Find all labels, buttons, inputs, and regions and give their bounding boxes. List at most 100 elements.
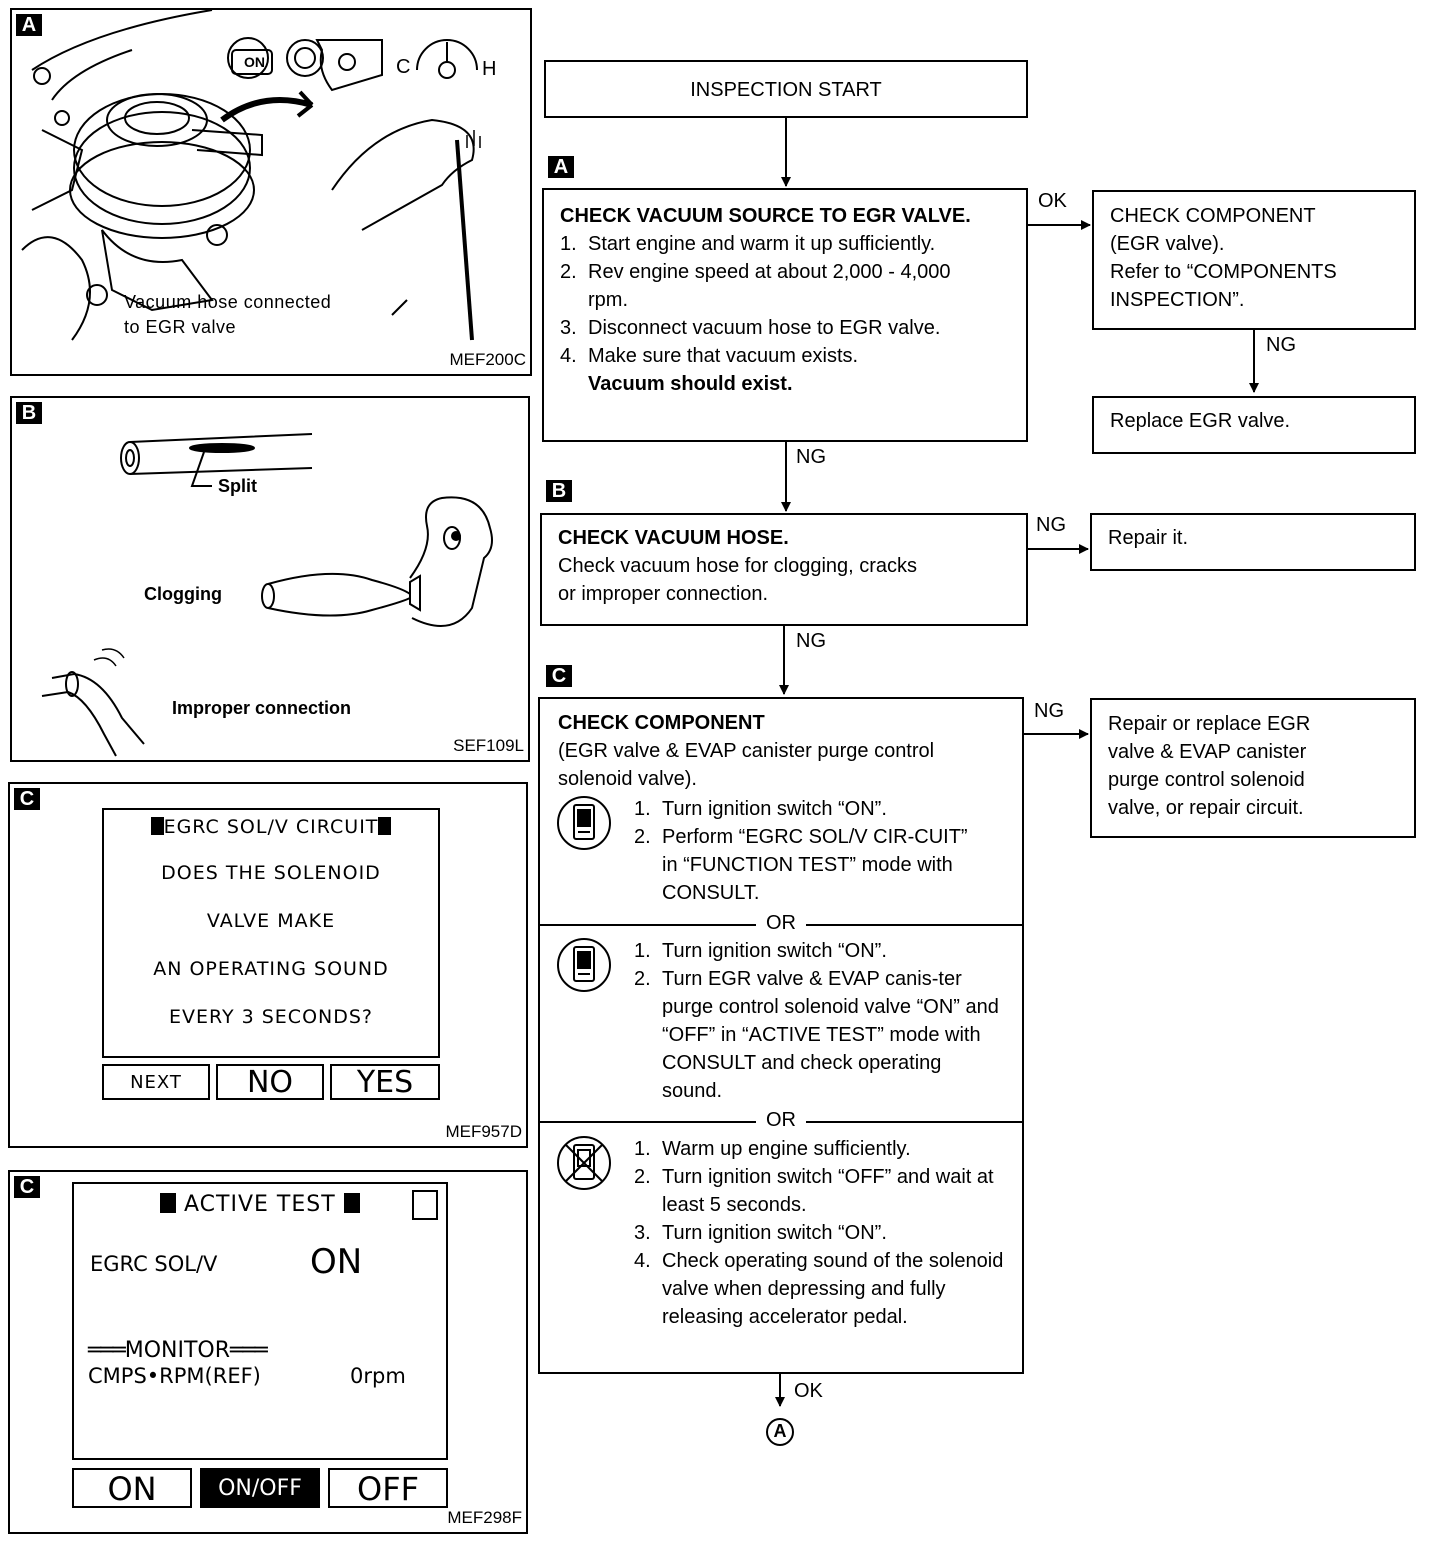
screen-line-4: EVERY 3 SECONDS? (168, 1006, 374, 1028)
monitor-item: CMPS•RPM(REF) (88, 1364, 261, 1388)
or-label-2: OR (756, 1109, 806, 1131)
check-c-title: CHECK COMPONENT (558, 712, 765, 734)
replace-egr-box: Replace EGR valve. (1092, 396, 1416, 454)
check-vacuum-hose-title: CHECK VACUUM HOSE. (558, 527, 789, 549)
panel-c1-tag: C (14, 788, 40, 810)
improper-connection-label: Improper connection (172, 698, 352, 718)
check-vacuum-source-title: CHECK VACUUM SOURCE TO EGR VALVE. (560, 205, 971, 227)
ng-label-3: NG (796, 446, 826, 468)
check-c-steps-3: 1.Warm up engine sufficiently. 2.Turn ig… (634, 1135, 1008, 1331)
check-a-step-1: 1.Start engine and warm it up sufficient… (560, 233, 936, 255)
split-label: Split (218, 476, 257, 496)
inspection-start-box: INSPECTION START (544, 60, 1028, 118)
repair-replace-box: Repair or replace EGR valve & EVAP canis… (1090, 698, 1416, 838)
panel-a-tag: A (16, 14, 42, 36)
active-test-title-text: ACTIVE TEST (184, 1192, 336, 1217)
gauge-c-label: C (396, 56, 411, 78)
check-c-line-2: solenoid valve). (558, 768, 697, 790)
check-c-steps-1: 1.Turn ignition switch “ON”. 2.Perform “… (634, 795, 1004, 907)
check-b-line-2: or improper connection. (558, 583, 769, 605)
next-button[interactable]: NEXT (102, 1064, 210, 1100)
egr-valve-illustration (21, 10, 481, 341)
check-a-step-2: 2.Rev engine speed at about 2,000 - 4,00… (560, 261, 951, 311)
off-button[interactable]: OFF (328, 1468, 448, 1508)
monitor-header: ═══MONITOR═══ (88, 1338, 268, 1363)
comp-line-3: Refer to “COMPONENTS (1110, 261, 1337, 283)
no-button[interactable]: NO (216, 1064, 324, 1100)
ng-label-4: NG (1036, 514, 1066, 536)
consult-screen-function-test: EGRC SOL/V CIRCUIT DOES THE SOLENOID VAL… (102, 808, 440, 1058)
consult-icon-1 (557, 796, 611, 850)
monitor-text: MONITOR (124, 1338, 231, 1363)
ng-label-6: NG (1034, 700, 1064, 722)
check-c-s2-2: 2.Turn EGR valve & EVAP canis-ter purge … (634, 968, 999, 1102)
panel-b-tag: B (16, 402, 42, 424)
monitor-value: 0rpm (350, 1364, 406, 1388)
on-button[interactable]: ON (72, 1468, 192, 1508)
check-vacuum-hose-box: CHECK VACUUM HOSE. Check vacuum hose for… (540, 513, 1028, 626)
check-a-step-3: 3.Disconnect vacuum hose to EGR valve. (560, 317, 941, 339)
repair2-line-1: Repair or replace EGR (1108, 713, 1311, 735)
repair-it-label: Repair it. (1108, 527, 1189, 549)
check-c-header: CHECK COMPONENT (EGR valve & EVAP canist… (558, 709, 934, 793)
panel-c-active-test: C ACTIVE TEST EGRC SOL/V ON ═══MONITOR══… (8, 1170, 528, 1534)
screen-title-text: EGRC SOL/V CIRCUIT (163, 816, 379, 838)
comp-line-1: CHECK COMPONENT (1110, 205, 1316, 227)
ng-label-5: NG (796, 630, 826, 652)
repair2-line-3: purge control solenoid (1108, 769, 1305, 791)
active-test-item: EGRC SOL/V (90, 1252, 218, 1276)
check-c-s3-2: 2.Turn ignition switch “OFF” and wait at… (634, 1166, 994, 1216)
gauge-h-label: H (482, 58, 497, 80)
screen-title: EGRC SOL/V CIRCUIT (104, 816, 438, 838)
step-c-tag: C (546, 665, 572, 687)
comp-line-2: (EGR valve). (1110, 233, 1225, 255)
ok-label-1: OK (1038, 190, 1067, 212)
check-c-s3-4: 4.Check operating sound of the solenoid … (634, 1250, 1004, 1328)
screen-line-3: AN OPERATING SOUND (153, 958, 389, 980)
ng-label-2: NG (1266, 334, 1296, 356)
check-c-s1-2: 2.Perform “EGRC SOL/V CIR-CUIT” in “FUNC… (634, 826, 968, 904)
panel-c-function-test: C EGRC SOL/V CIRCUIT DOES THE SOLENOID V… (8, 782, 528, 1148)
screen-line-2: VALVE MAKE (206, 910, 336, 932)
on-off-button[interactable]: ON/OFF (200, 1468, 320, 1508)
tag-on-key: ON (244, 54, 265, 70)
or-label-1: OR (756, 912, 806, 934)
step-b-tag: B (546, 480, 572, 502)
figure-code-mef200c: MEF200C (449, 350, 526, 369)
clogging-label: Clogging (144, 584, 222, 604)
check-component-c-box: CHECK COMPONENT (EGR valve & EVAP canist… (538, 697, 1024, 1374)
figure-code-sef109l: SEF109L (453, 736, 524, 755)
ok-label-2: OK (794, 1380, 823, 1402)
check-c-line-1: (EGR valve & EVAP canister purge control (558, 740, 935, 762)
no-consult-icon (557, 1136, 611, 1190)
inspection-start-label: INSPECTION START (690, 79, 882, 101)
consult-icon-2 (557, 938, 611, 992)
panel-b-illustration: B Split Clogging Improper connection SEF… (10, 396, 530, 762)
comp-line-4: INSPECTION”. (1110, 289, 1245, 311)
check-c-s2-1: 1.Turn ignition switch “ON”. (634, 940, 887, 962)
panel-c2-tag: C (14, 1176, 40, 1198)
check-vacuum-source-box: CHECK VACUUM SOURCE TO EGR VALVE. 1.Star… (542, 188, 1028, 442)
panel-a-illustration: A ON C H Vacuum hose connected to EG (10, 8, 532, 376)
figure-code-mef957d: MEF957D (445, 1122, 522, 1141)
check-c-s1-1: 1.Turn ignition switch “ON”. (634, 798, 887, 820)
check-b-line-1: Check vacuum hose for clogging, cracks (558, 555, 918, 577)
repair2-line-4: valve, or repair circuit. (1108, 797, 1304, 819)
vacuum-should-exist: Vacuum should exist. (588, 373, 793, 395)
vacuum-hose-illustration (41, 433, 493, 757)
check-component-box: CHECK COMPONENT (EGR valve). Refer to “C… (1092, 190, 1416, 330)
vacuum-hose-callout: Vacuum hose connected to EGR valve (124, 292, 332, 337)
check-a-step-4: 4.Make sure that vacuum exists. (560, 345, 859, 367)
check-c-s3-1: 1.Warm up engine sufficiently. (634, 1138, 911, 1160)
check-c-s3-3: 3.Turn ignition switch “ON”. (634, 1222, 887, 1244)
step-a-tag: A (548, 156, 574, 178)
yes-button[interactable]: YES (330, 1064, 440, 1100)
active-test-title: ACTIVE TEST (160, 1192, 360, 1217)
replace-egr-label: Replace EGR valve. (1110, 410, 1291, 432)
repair-it-box: Repair it. (1090, 513, 1416, 571)
check-c-steps-2: 1.Turn ignition switch “ON”. 2.Turn EGR … (634, 937, 1004, 1105)
consult-screen-active-test: ACTIVE TEST EGRC SOL/V ON ═══MONITOR═══ … (72, 1182, 448, 1460)
figure-code-mef298f: MEF298F (447, 1508, 522, 1527)
active-test-item-value: ON (310, 1242, 363, 1282)
scroll-box-icon[interactable] (412, 1190, 438, 1220)
